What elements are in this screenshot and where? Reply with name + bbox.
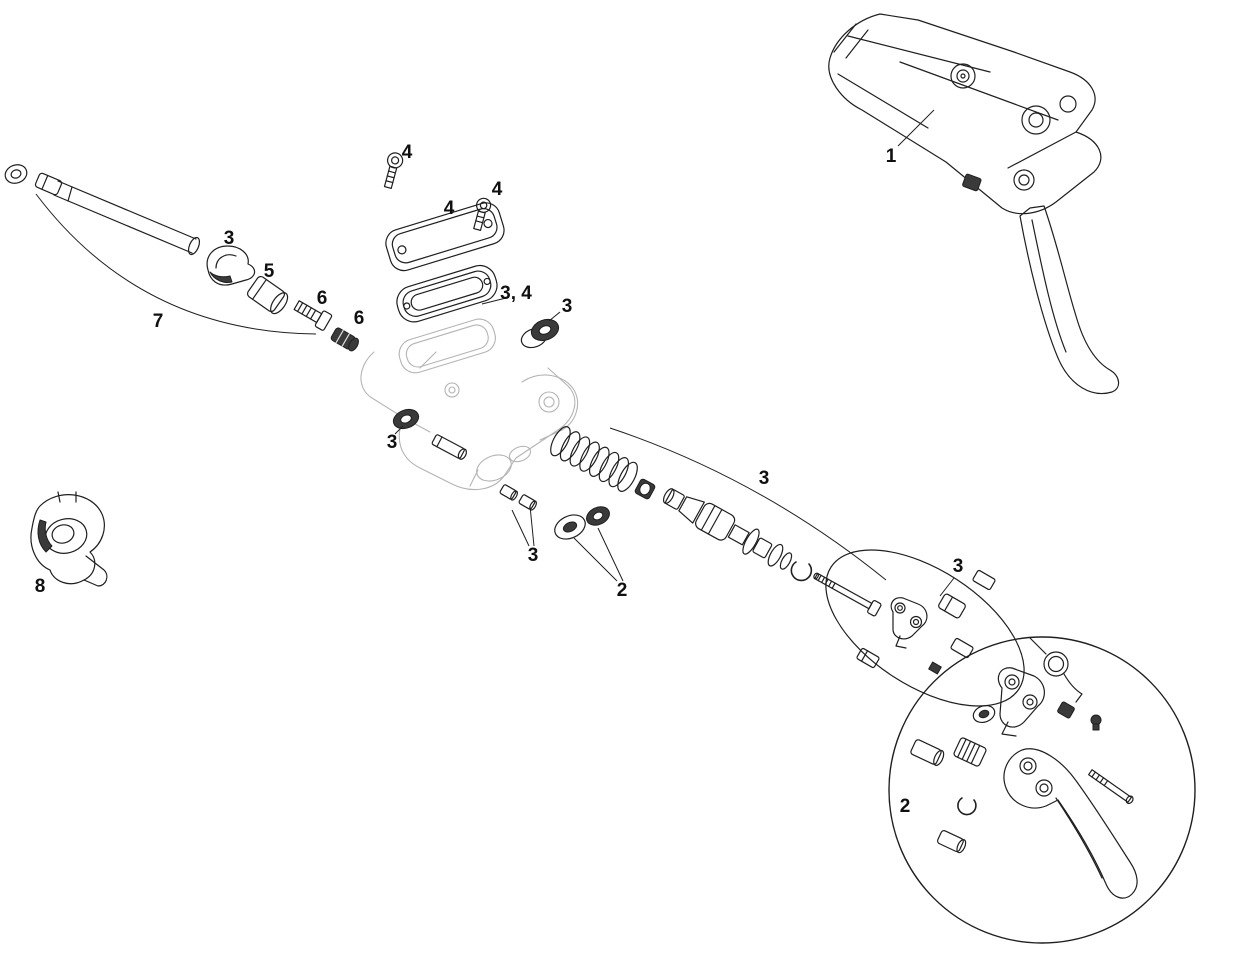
callout-3d: 3 bbox=[528, 545, 539, 566]
part-bladder-gasket bbox=[396, 264, 498, 323]
callout-3c: 3 bbox=[387, 432, 398, 453]
part-master-cylinder-body bbox=[360, 318, 579, 491]
callout-5: 5 bbox=[264, 261, 275, 282]
part-cover-screw-2 bbox=[473, 197, 492, 231]
part-hose-barb bbox=[330, 327, 359, 352]
callout-8: 8 bbox=[35, 576, 46, 597]
part-clamp-ring bbox=[30, 491, 108, 587]
part-piston-assembly bbox=[662, 488, 793, 570]
part-return-spring bbox=[550, 426, 638, 492]
part-circlip bbox=[790, 561, 813, 582]
part-cover-screw-1 bbox=[383, 152, 404, 189]
part-hose-clamp bbox=[206, 245, 256, 286]
part-seal-upper bbox=[520, 318, 560, 349]
callout-4a: 4 bbox=[402, 142, 413, 163]
callout-6b: 6 bbox=[354, 308, 365, 329]
part-seal-left bbox=[392, 408, 420, 430]
callout-6a: 6 bbox=[317, 288, 328, 309]
callout-3f: 3 bbox=[953, 556, 964, 577]
callout-2b: 2 bbox=[900, 796, 911, 817]
part-compression-bushing bbox=[246, 275, 289, 315]
callout-7: 7 bbox=[153, 311, 164, 332]
part-hose bbox=[4, 164, 201, 256]
part-cup-seals bbox=[554, 506, 610, 540]
group-detail-circle bbox=[888, 636, 1196, 944]
part-lever-body bbox=[828, 13, 1120, 394]
part-small-bushings bbox=[499, 484, 537, 511]
group-service-kit-ellipse bbox=[825, 549, 1025, 707]
part-reservoir-cover bbox=[385, 202, 505, 272]
leader-lines bbox=[35, 109, 955, 597]
callout-3-4: 3, 4 bbox=[500, 283, 532, 304]
part-compression-screw bbox=[293, 300, 333, 331]
callout-4b: 4 bbox=[492, 179, 503, 200]
callout-3b: 3 bbox=[224, 228, 235, 249]
callout-2a: 2 bbox=[617, 580, 628, 601]
part-pushrod-bolt bbox=[813, 572, 882, 617]
callout-3a: 3 bbox=[562, 296, 573, 317]
part-retainer-nut bbox=[634, 478, 656, 500]
callout-1: 1 bbox=[886, 146, 897, 167]
part-pivot-pin bbox=[431, 434, 467, 460]
callout-4c: 4 bbox=[444, 198, 455, 219]
callout-3e: 3 bbox=[759, 468, 770, 489]
